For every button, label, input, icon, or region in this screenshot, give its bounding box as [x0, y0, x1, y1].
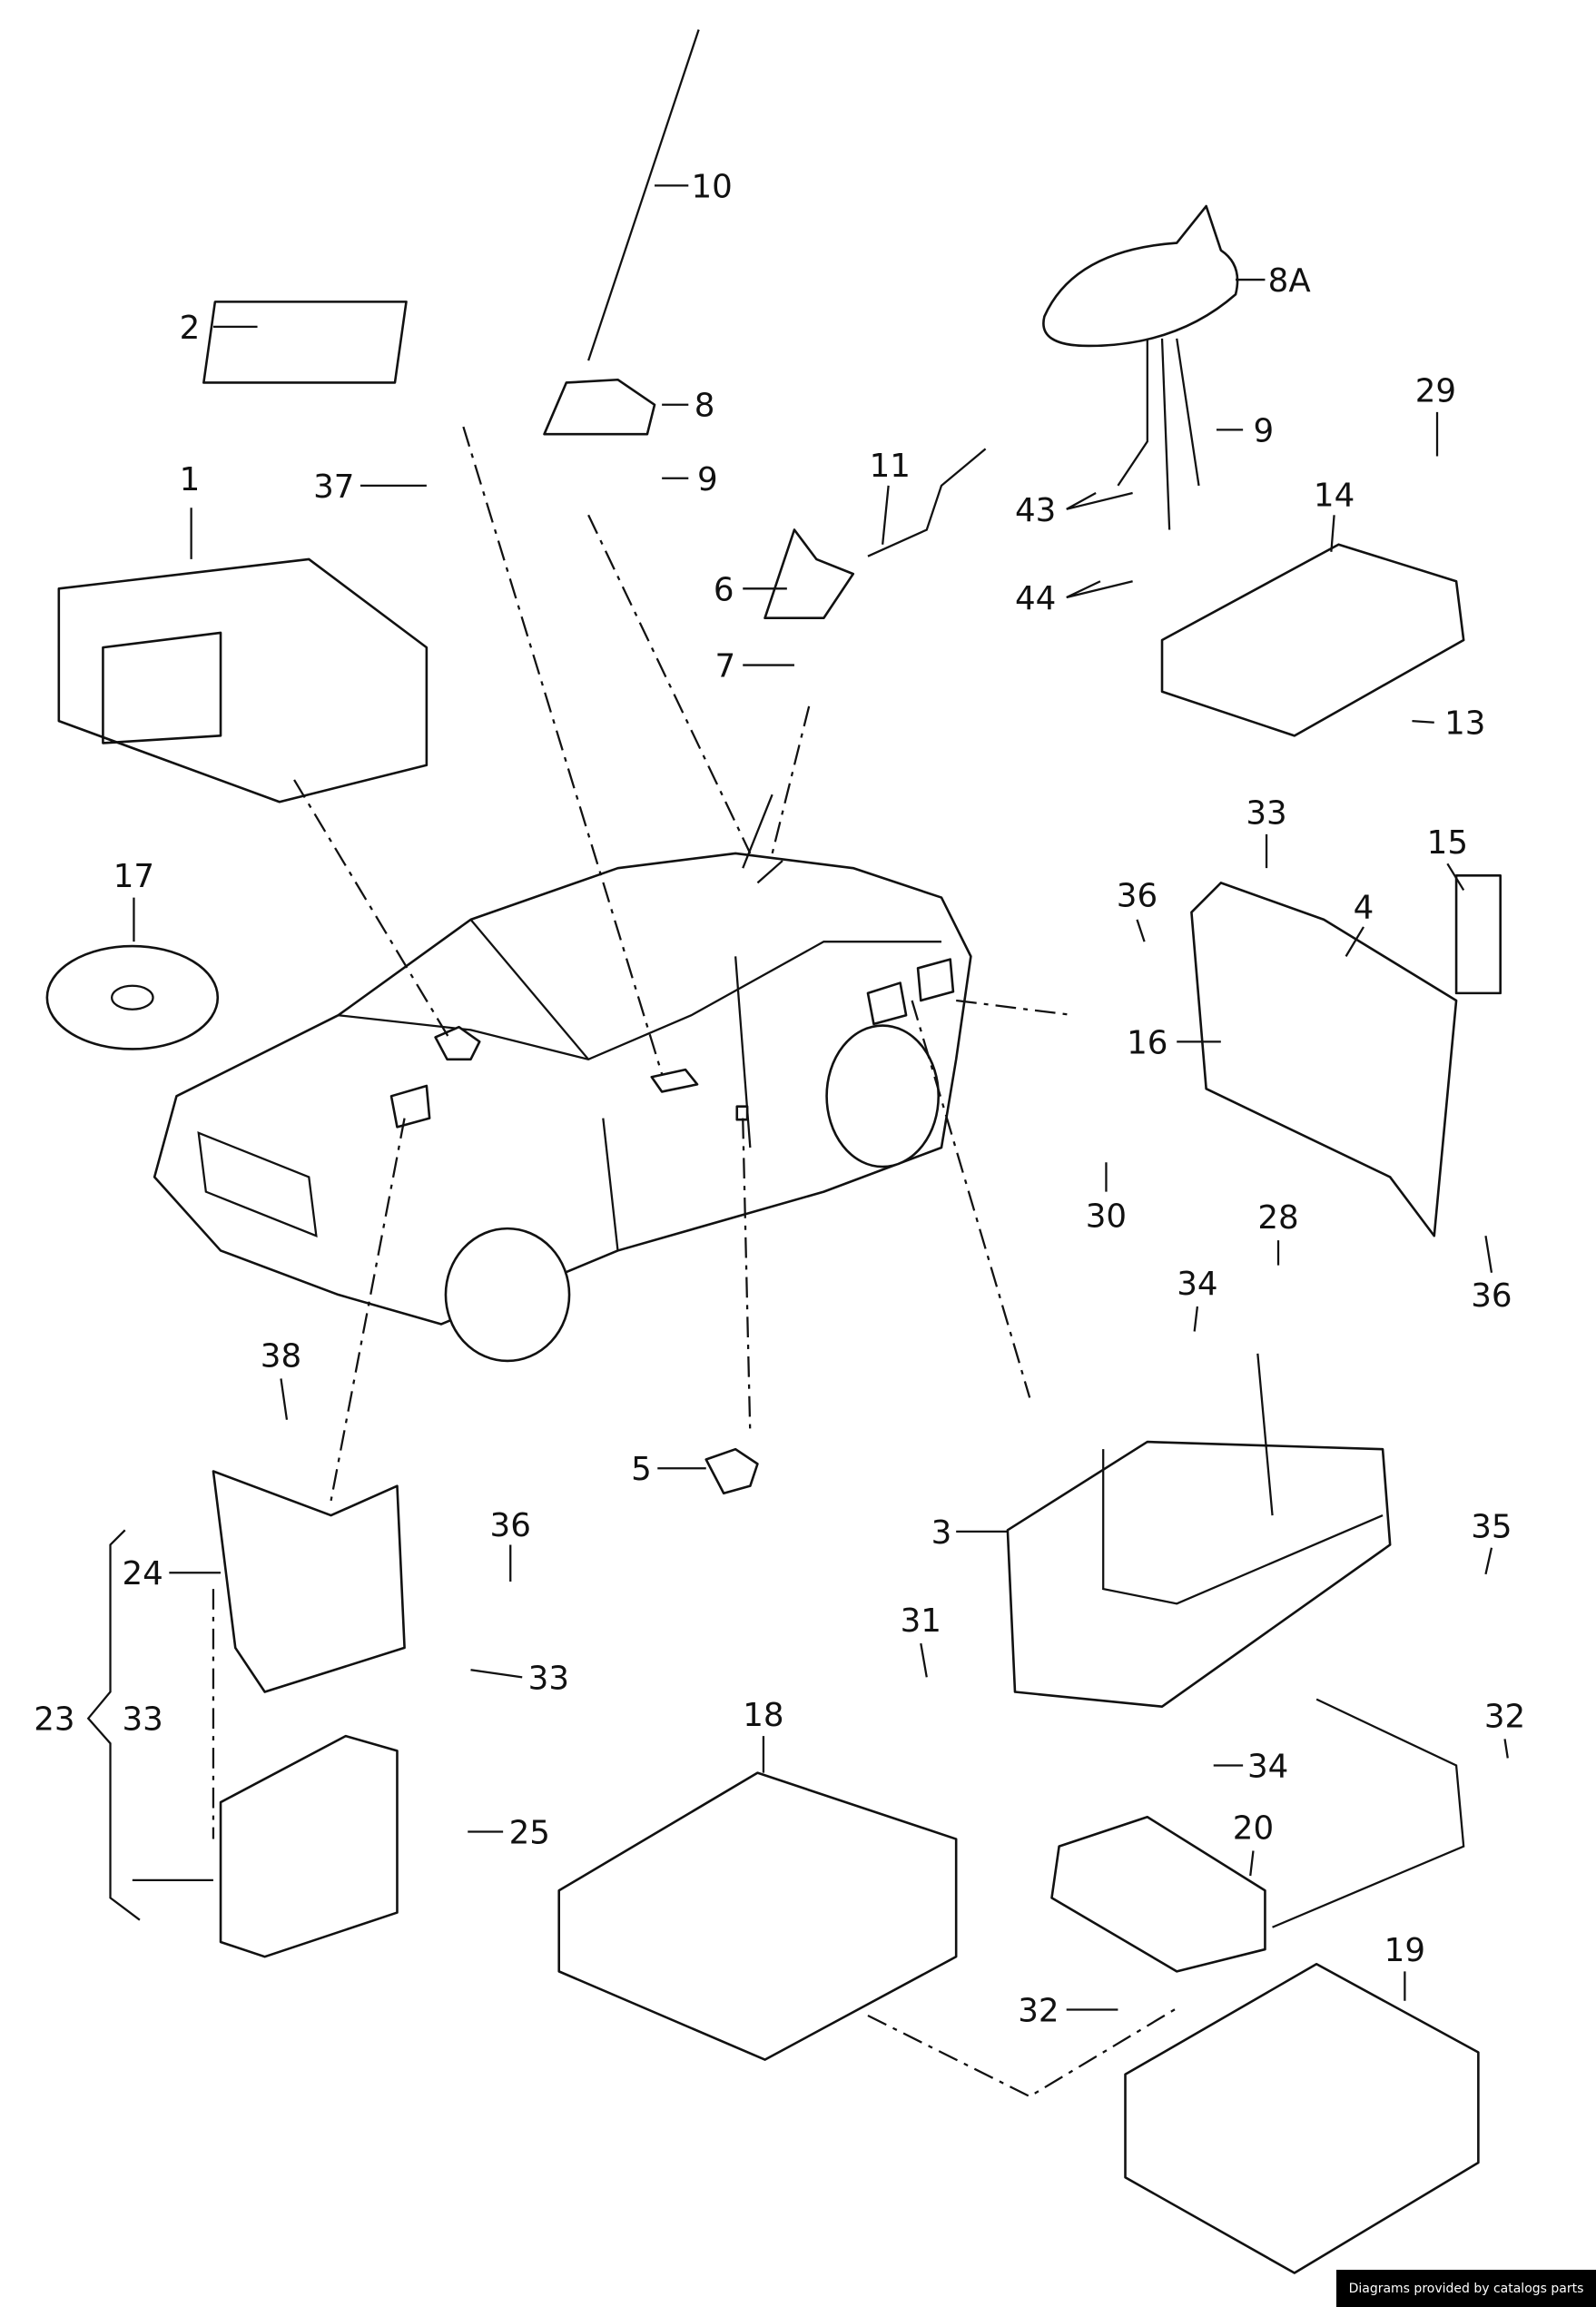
callout-36-c[interactable]: 36: [490, 1507, 531, 1544]
callout-9[interactable]: 9: [697, 461, 718, 498]
callout-28[interactable]: 28: [1257, 1199, 1298, 1237]
callout-36-b[interactable]: 36: [1471, 1277, 1512, 1315]
callout-3[interactable]: 3: [931, 1514, 952, 1552]
callout-18[interactable]: 18: [743, 1697, 783, 1734]
car-illustration: [153, 794, 972, 1363]
callout-19[interactable]: 19: [1384, 1932, 1425, 1969]
callout-23[interactable]: 23: [34, 1701, 74, 1739]
callout-5[interactable]: 5: [631, 1451, 652, 1488]
callout-10[interactable]: 10: [692, 168, 733, 205]
callout-37[interactable]: 37: [313, 468, 354, 506]
part-18-cd-changer: [557, 1771, 958, 2061]
parts: [45, 29, 1502, 2274]
callout-36[interactable]: 36: [1117, 877, 1158, 914]
part-11-cable: [867, 448, 987, 557]
part-8-antenna-base: [543, 378, 656, 436]
callout-29[interactable]: 29: [1415, 373, 1456, 410]
callout-44[interactable]: 44: [1015, 580, 1056, 617]
callout-11[interactable]: 11: [870, 448, 911, 485]
callout-35[interactable]: 35: [1471, 1508, 1512, 1545]
callout-2[interactable]: 2: [180, 310, 201, 347]
callout-32[interactable]: 32: [1484, 1698, 1525, 1735]
part-6-antenna: [764, 528, 855, 620]
callout-34[interactable]: 34: [1177, 1266, 1217, 1303]
leader-lines: [86, 184, 1509, 2011]
callout-33[interactable]: 33: [1246, 795, 1286, 833]
callout-32-b[interactable]: 32: [1018, 1992, 1059, 2029]
callout-1[interactable]: 1: [180, 461, 201, 498]
callout-30[interactable]: 30: [1086, 1198, 1127, 1236]
callout-8[interactable]: 8: [695, 388, 715, 425]
part-23-module: [219, 1734, 399, 1958]
callout-31[interactable]: 31: [901, 1602, 941, 1640]
part-14-control-unit: [1160, 543, 1465, 737]
callout-9-b[interactable]: 9: [1253, 412, 1274, 449]
part-24-bracket: [212, 1470, 406, 1693]
callout-16[interactable]: 16: [1127, 1024, 1167, 1061]
callout-15[interactable]: 15: [1427, 824, 1468, 862]
part-3-carrier: [1006, 1440, 1392, 1709]
callout-8A[interactable]: 8A: [1268, 262, 1312, 300]
callout-14[interactable]: 14: [1314, 478, 1355, 515]
part-17-disc: [45, 944, 220, 1050]
part-1-radio: [57, 557, 429, 804]
part-10-antenna-rod: [587, 29, 700, 361]
callout-24[interactable]: 24: [122, 1555, 163, 1592]
part-2-module: [202, 301, 408, 384]
callout-20[interactable]: 20: [1233, 1810, 1274, 1848]
connection-lines: [212, 426, 1177, 2098]
part-8A-roof-antenna: [1042, 204, 1239, 348]
callout-6[interactable]: 6: [714, 571, 734, 608]
callout-7[interactable]: 7: [714, 648, 735, 685]
footer-credit: Diagrams provided by catalogs parts: [1336, 2270, 1596, 2307]
callout-17[interactable]: 17: [113, 858, 154, 895]
callout-25[interactable]: 25: [509, 1814, 550, 1851]
part-19-amplifier: [1124, 1962, 1480, 2274]
callout-38[interactable]: 38: [261, 1337, 301, 1375]
callout-4[interactable]: 4: [1354, 889, 1374, 926]
callout-33-b[interactable]: 33: [528, 1660, 569, 1697]
callout-43[interactable]: 43: [1015, 492, 1056, 529]
part-20-bracket: [1050, 1815, 1266, 1973]
part-5-sensor: [704, 1447, 759, 1495]
callout-34-b[interactable]: 34: [1247, 1748, 1288, 1785]
callout-13[interactable]: 13: [1444, 705, 1485, 743]
part-4-bracket: [1190, 882, 1458, 1237]
callout-33-c[interactable]: 33: [122, 1701, 163, 1739]
callout-labels: 10 2 8 9 37 1 11 6 7 8A 9 29 14 43 44 13…: [34, 168, 1525, 2029]
part-15-connector: [1454, 873, 1502, 995]
